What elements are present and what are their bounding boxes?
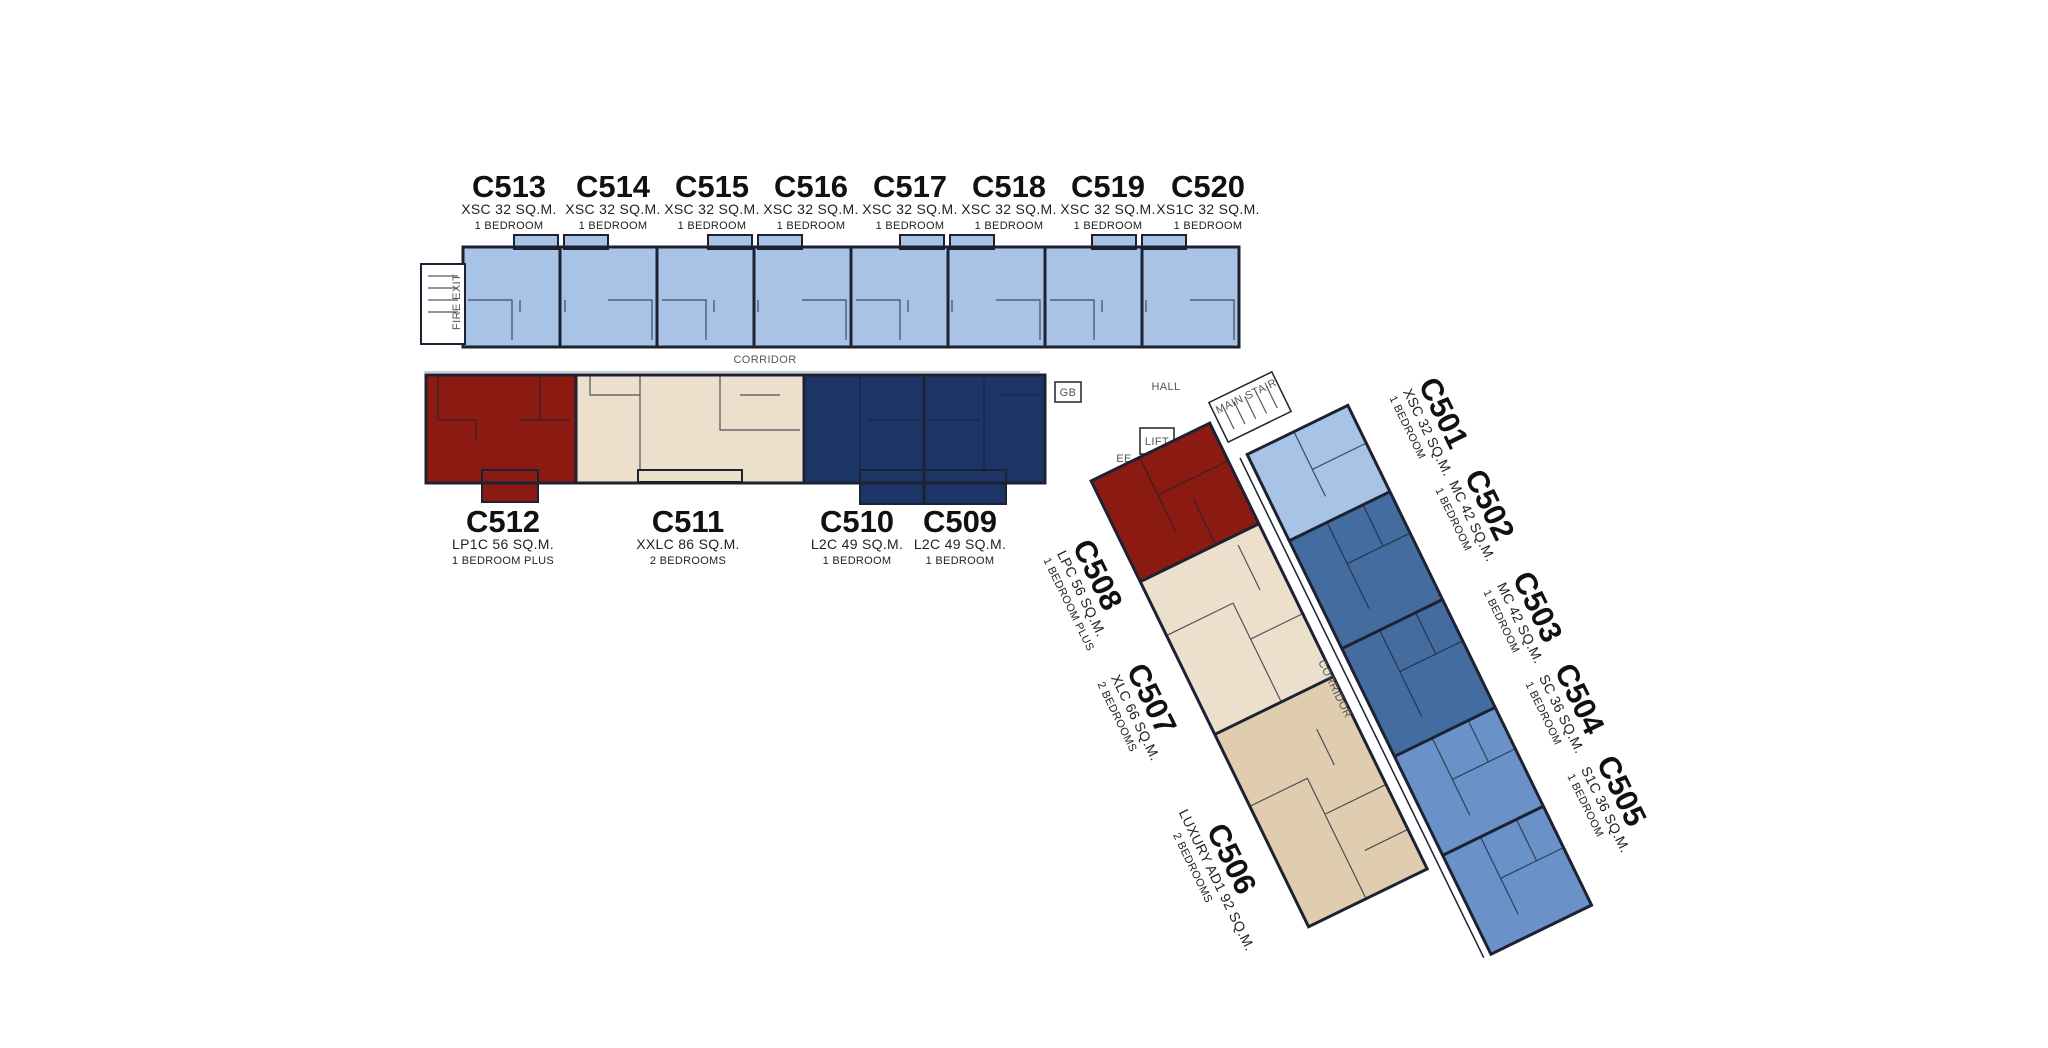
unit-fill-c507 [1140,523,1334,735]
bottom-row-interior-walls [437,375,1040,470]
unit-fill-c510 [804,375,924,483]
unit-code: C519 [1071,169,1145,204]
bottom-row-labels: C512 LP1C 56 SQ.M. 1 BEDROOM PLUS C511 X… [452,504,1006,567]
unit-code: C509 [923,504,997,539]
fire-exit-stair: FIRE EXIT [420,263,466,345]
c510-c509-balconies [859,469,1007,505]
unit-bedrooms: 1 BEDROOM [475,220,544,232]
unit-bedrooms: 1 BEDROOM [1174,220,1243,232]
wing-left-block [1089,421,1430,929]
unit-bedrooms: 2 BEDROOMS [650,555,726,567]
unit-fill-c502 [1289,491,1443,649]
wing-right-partitions [1288,490,1545,857]
unit-size: XSC 32 SQ.M. [862,201,957,217]
unit-fill-c505 [1442,806,1592,955]
main-stair: MAIN STAIR [1207,370,1293,444]
unit-bedrooms: 1 BEDROOM [579,220,648,232]
bottom-row-partitions [574,375,926,504]
unit-fill-c506 [1214,676,1428,927]
unit-code: C510 [820,504,894,539]
wing-left-interior-walls [1139,457,1409,899]
unit-size: L2C 49 SQ.M. [914,536,1006,552]
unit-fill-c512 [426,375,576,483]
unit-size: XSC 32 SQ.M. [664,201,759,217]
unit-fill-c501 [1247,405,1390,541]
unit-bedrooms: 1 BEDROOM PLUS [452,555,554,567]
unit-bedrooms: 1 BEDROOM [876,220,945,232]
unit-code: C514 [576,169,651,204]
unit-size: L2C 49 SQ.M. [811,536,903,552]
unit-size: XSC 32 SQ.M. [961,201,1056,217]
unit-size: XSC 32 SQ.M. [565,201,660,217]
unit-code: C515 [675,169,749,204]
wing-left-partitions [1139,522,1335,736]
wing-left-outline [1089,421,1430,929]
hall-label: HALL [1151,381,1180,393]
unit-fill-c503 [1341,599,1496,757]
unit-code: C517 [873,169,947,204]
unit-size: XS1C 32 SQ.M. [1156,201,1260,217]
c512-balcony [481,469,539,503]
unit-bedrooms: 1 BEDROOM [926,555,995,567]
wing-right-block [1239,403,1594,959]
wing-right-outline [1245,403,1594,957]
top-row-labels: C513 XSC 32 SQ.M. 1 BEDROOM C514 XSC 32 … [461,169,1259,232]
unit-size: LP1C 56 SQ.M. [452,536,554,552]
unit-bedrooms: 1 BEDROOM [1074,220,1143,232]
top-row-block [461,234,1241,349]
unit-code: C511 [652,504,724,539]
unit-code: C520 [1171,169,1245,204]
main-corridor: CORRIDOR HALL GB [424,354,1180,403]
unit-bedrooms: 1 BEDROOM [777,220,846,232]
unit-code: C516 [774,169,848,204]
top-row-partitions [558,247,1144,347]
unit-size: XXLC 86 SQ.M. [636,536,740,552]
unit-bedrooms: 1 BEDROOM [975,220,1044,232]
unit-code: C518 [972,169,1046,204]
c511-balcony [637,469,743,483]
garbage-room [1054,381,1082,403]
top-row-interior-walls [468,299,1235,340]
bottom-row-block [424,373,1047,505]
unit-bedrooms: 1 BEDROOM [678,220,747,232]
unit-fill-c508 [1091,423,1259,582]
gb-label: GB [1060,387,1077,399]
unit-size: XSC 32 SQ.M. [1060,201,1155,217]
unit-code: C513 [472,169,546,204]
unit-size: XSC 32 SQ.M. [763,201,858,217]
wing-right-interior-walls [1293,431,1564,915]
bottom-row-outline [424,373,1047,485]
unit-bedrooms: 1 BEDROOM [823,555,892,567]
fire-exit-label: FIRE EXIT [451,274,463,330]
unit-fill-c511 [576,375,804,483]
unit-fill-c504 [1394,707,1544,856]
unit-size: XSC 32 SQ.M. [461,201,556,217]
unit-code: C512 [466,504,540,539]
corridor-label: CORRIDOR [733,354,796,366]
